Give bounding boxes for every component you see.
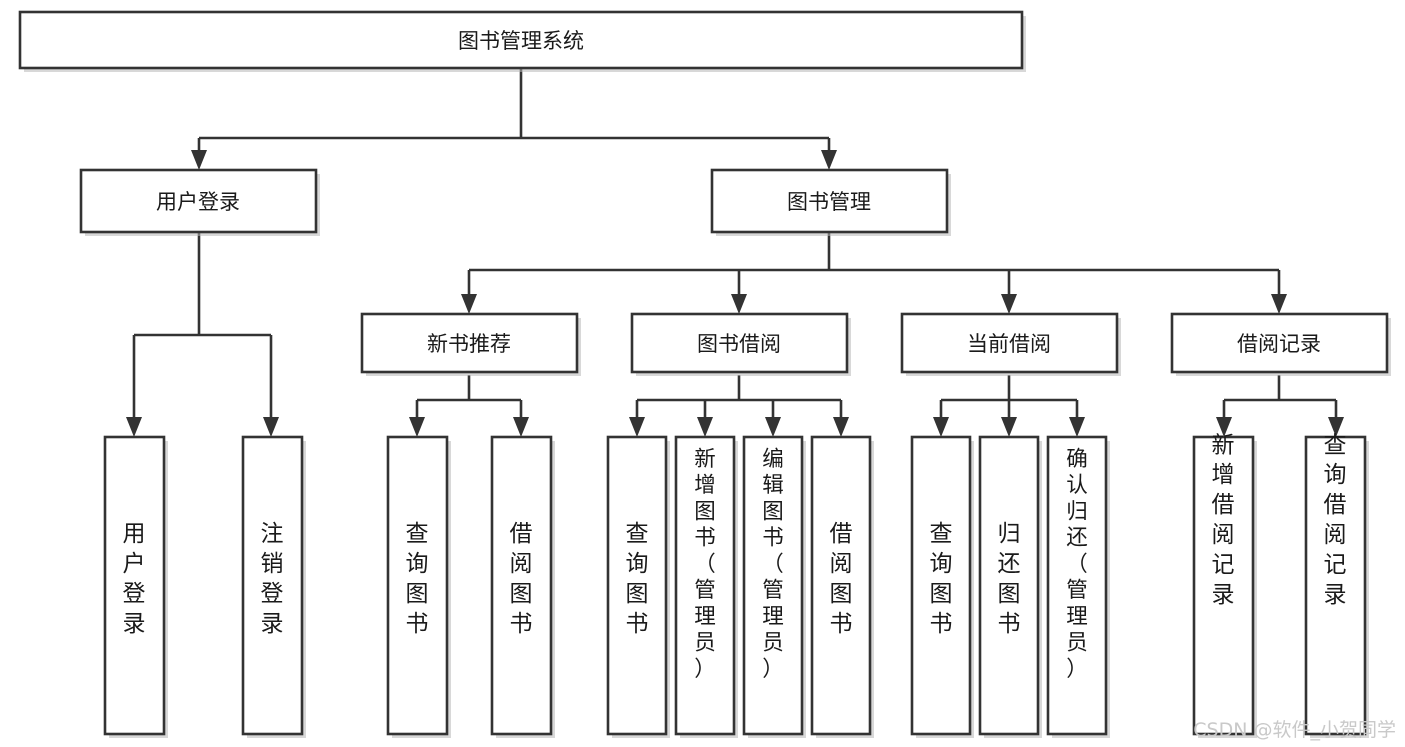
node-current-borrow[interactable]: 当前借阅 xyxy=(900,312,1121,376)
arrowhead-cb-leaf1 xyxy=(933,417,949,437)
node-book-management-label: 图书管理 xyxy=(787,190,871,214)
node-user-login[interactable]: 用户登录 xyxy=(79,168,320,236)
arrowhead-current-borrow xyxy=(1001,294,1017,314)
leaf-return-book[interactable]: 归还图书 xyxy=(978,435,1042,738)
node-current-borrow-box[interactable] xyxy=(900,312,1119,374)
node-book-management-box[interactable] xyxy=(710,168,949,234)
node-current-borrow-label: 当前借阅 xyxy=(967,332,1051,356)
leaf-borrow-book-1-label: 借阅图书 xyxy=(510,521,533,637)
leaf-confirm-return-label: 确认归还（管理员） xyxy=(1066,447,1088,682)
node-new-book-recommend-box[interactable] xyxy=(360,312,579,374)
leaf-add-book-label: 新增图书（管理员） xyxy=(694,447,716,682)
leaf-query-record-label: 查询借阅记录 xyxy=(1324,432,1347,608)
arrowhead-bb-leaf4 xyxy=(833,417,849,437)
arrowhead-book-management xyxy=(821,150,837,170)
leaf-add-book[interactable]: 新增图书（管理员） xyxy=(674,435,738,738)
arrowhead-br-leaf1 xyxy=(1216,417,1232,437)
leaf-query-book-2-box[interactable] xyxy=(606,435,668,736)
leaf-query-record[interactable]: 查询借阅记录 xyxy=(1304,432,1369,738)
leaf-query-book-3-label: 查询图书 xyxy=(930,521,953,637)
leaf-query-book-1-box[interactable] xyxy=(386,435,449,736)
leaf-return-book-box[interactable] xyxy=(978,435,1040,736)
leaf-return-book-label: 归还图书 xyxy=(998,521,1021,637)
node-book-borrow-box[interactable] xyxy=(630,312,849,374)
leaf-add-record-box[interactable] xyxy=(1192,435,1255,736)
node-user-login-box[interactable] xyxy=(79,168,318,234)
leaf-borrow-book-2-label: 借阅图书 xyxy=(830,521,853,637)
leaf-user-login-label: 用户登录 xyxy=(123,521,146,637)
leaf-query-book-3[interactable]: 查询图书 xyxy=(910,435,974,738)
leaf-query-book-3-box[interactable] xyxy=(910,435,972,736)
arrowhead-borrow-record xyxy=(1271,294,1287,314)
node-borrow-record-label: 借阅记录 xyxy=(1237,332,1321,356)
node-borrow-record[interactable]: 借阅记录 xyxy=(1170,312,1391,376)
leaf-borrow-book-2[interactable]: 借阅图书 xyxy=(810,435,874,738)
leaf-borrow-book-2-box[interactable] xyxy=(810,435,872,736)
leaf-edit-book-label: 编辑图书（管理员） xyxy=(762,447,784,682)
arrowhead-user-login xyxy=(191,150,207,170)
arrowhead-new-book xyxy=(461,294,477,314)
csdn-watermark: CSDN @软件_小贺同学 xyxy=(1193,719,1396,741)
leaf-confirm-return[interactable]: 确认归还（管理员） xyxy=(1046,435,1110,738)
leaf-add-book-box[interactable] xyxy=(674,435,736,736)
leaf-edit-book[interactable]: 编辑图书（管理员） xyxy=(742,435,806,738)
leaf-confirm-return-box[interactable] xyxy=(1046,435,1108,736)
node-book-borrow[interactable]: 图书借阅 xyxy=(630,312,851,376)
leaf-query-book-2-label: 查询图书 xyxy=(626,521,649,637)
node-new-book-recommend[interactable]: 新书推荐 xyxy=(360,312,581,376)
node-root-label: 图书管理系统 xyxy=(458,29,584,53)
leaf-borrow-book-1[interactable]: 借阅图书 xyxy=(490,435,555,738)
leaf-edit-book-box[interactable] xyxy=(742,435,804,736)
arrowhead-bb-leaf1 xyxy=(629,417,645,437)
arrowhead-ul-leaf1 xyxy=(126,417,142,437)
leaf-logout[interactable]: 注销登录 xyxy=(241,435,306,738)
leaf-user-login[interactable]: 用户登录 xyxy=(103,435,168,738)
node-book-borrow-label: 图书借阅 xyxy=(697,332,781,356)
leaf-query-book-1-label: 查询图书 xyxy=(406,521,429,637)
leaf-logout-box[interactable] xyxy=(241,435,304,736)
node-root-box[interactable] xyxy=(18,10,1024,70)
leaf-user-login-box[interactable] xyxy=(103,435,166,736)
connector-group xyxy=(126,68,1344,437)
leaf-query-book-1[interactable]: 查询图书 xyxy=(386,435,451,738)
node-new-book-recommend-label: 新书推荐 xyxy=(427,332,511,356)
leaf-query-record-box[interactable] xyxy=(1304,435,1367,736)
leaf-query-book-2[interactable]: 查询图书 xyxy=(606,435,670,738)
node-root[interactable]: 图书管理系统 xyxy=(18,10,1026,72)
leaf-add-record[interactable]: 新增借阅记录 xyxy=(1192,432,1257,738)
leaf-borrow-book-1-box[interactable] xyxy=(490,435,553,736)
arrowhead-ul-leaf2 xyxy=(263,417,279,437)
arrowhead-nb-leaf2 xyxy=(513,417,529,437)
arrowhead-bb-leaf3 xyxy=(765,417,781,437)
arrowhead-bb-leaf2 xyxy=(697,417,713,437)
leaf-logout-label: 注销登录 xyxy=(261,521,284,637)
node-book-management[interactable]: 图书管理 xyxy=(710,168,951,236)
node-user-login-label: 用户登录 xyxy=(156,190,240,214)
arrowhead-br-leaf2 xyxy=(1328,417,1344,437)
arrowhead-book-borrow xyxy=(731,294,747,314)
arrowhead-cb-leaf2 xyxy=(1001,417,1017,437)
node-borrow-record-box[interactable] xyxy=(1170,312,1389,374)
arrowhead-nb-leaf1 xyxy=(409,417,425,437)
arrowhead-cb-leaf3 xyxy=(1069,417,1085,437)
leaf-add-record-label: 新增借阅记录 xyxy=(1212,432,1235,608)
